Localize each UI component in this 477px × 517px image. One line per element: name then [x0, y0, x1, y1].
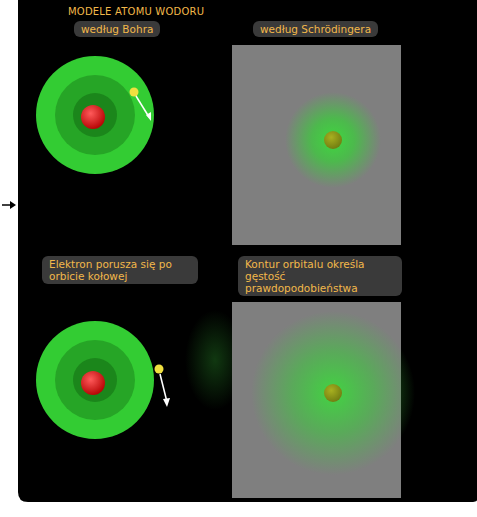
caption-label-box: według Bohra: [74, 21, 160, 37]
label-text: według Bohra: [81, 23, 153, 35]
label-text: Kontur orbitalu określa gęstość prawdopo…: [245, 258, 395, 294]
caption-label-box: według Schrödingera: [253, 21, 378, 37]
label-text: Elektron porusza się po orbicie kołowej: [49, 258, 191, 282]
label-text: według Schrödingera: [260, 23, 371, 35]
caption-label-box: Kontur orbitalu określa gęstość prawdopo…: [238, 256, 402, 296]
diagram-title: MODELE ATOMU WODORU: [68, 6, 204, 17]
caption-label-box: Elektron porusza się po orbicie kołowej: [42, 256, 198, 284]
